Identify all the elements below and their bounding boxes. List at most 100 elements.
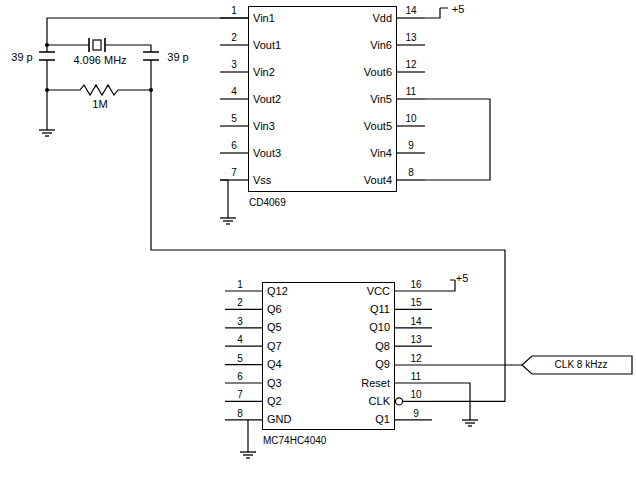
pin-number: 4: [231, 85, 237, 98]
pin-name: Vout6: [364, 65, 392, 79]
pin-name: Vdd: [372, 11, 392, 25]
pin-lead: [225, 364, 262, 365]
pin-lead: [395, 327, 432, 328]
pin-lead: [225, 346, 262, 347]
pin-number: 12: [410, 351, 421, 364]
pin-name: Q10: [369, 320, 390, 334]
pin-number: 3: [231, 58, 237, 71]
pin-lead: [395, 419, 432, 420]
pin-name: Vout4: [364, 173, 392, 187]
pin-name: Q2: [267, 394, 282, 408]
wire: [403, 401, 432, 402]
pin-name: Vin1: [253, 11, 275, 25]
pin-lead: [397, 179, 425, 180]
wire: [47, 18, 248, 52]
pin-lead: [397, 44, 425, 45]
supply-label: +5: [456, 272, 469, 285]
pin-number: 1: [237, 278, 243, 291]
pin-number: 13: [405, 31, 416, 44]
pin-name: Reset: [361, 376, 390, 390]
wire: [432, 383, 470, 420]
signal-name: CLK 8 kHzz: [532, 356, 630, 374]
pin-name: Vout3: [253, 146, 281, 160]
pin-name: Vss: [253, 173, 271, 187]
ic-package: Vin1Vout1Vin2Vout2Vin3Vout3VssVddVin6Vou…: [248, 6, 397, 192]
signal-wire: [395, 364, 522, 365]
pin-name: Q7: [267, 339, 282, 353]
pin-name: Vout5: [364, 119, 392, 133]
pin-number: 10: [410, 388, 421, 401]
signal-flag: CLK 8 kHzz: [522, 356, 632, 374]
wire: [47, 45, 151, 52]
pin-name: Vin6: [370, 38, 392, 52]
crystal-value: 4.096 MHz: [73, 54, 126, 67]
pin-name: CLK: [369, 394, 390, 408]
pin-number: 14: [410, 314, 421, 327]
pin-number: 14: [405, 4, 416, 17]
pin-name: Q3: [267, 376, 282, 390]
pin-number: 2: [231, 31, 237, 44]
pin-lead: [220, 125, 248, 126]
pin-leads: [220, 18, 432, 420]
pin-name: Q5: [267, 320, 282, 334]
inversion-bubble: [395, 398, 402, 405]
pin-name: Vin3: [253, 119, 275, 133]
pin-number: 8: [237, 406, 243, 419]
pin-number: 16: [410, 278, 421, 291]
pin-lead: [225, 401, 262, 402]
pin-number: 6: [231, 139, 237, 152]
pin-name: Q8: [375, 339, 390, 353]
pin-number: 15: [410, 296, 421, 309]
pin-name: Q11: [370, 302, 390, 316]
component-value: 39 p: [167, 51, 188, 64]
pin-lead: [220, 71, 248, 72]
pin-number: 9: [408, 139, 414, 152]
pin-lead: [220, 179, 248, 180]
pin-lead: [225, 419, 262, 420]
pin-lead: [397, 152, 425, 153]
pin-lead: [220, 17, 248, 18]
junction-dot: [45, 88, 49, 92]
wire: [247, 420, 248, 452]
crystal-symbol: [93, 40, 101, 50]
wire: [425, 8, 448, 18]
pin-number: 11: [411, 370, 421, 383]
junction-dots: [45, 43, 153, 92]
wire: [46, 60, 47, 130]
pin-number: 7: [237, 388, 243, 401]
pin-name: Q12: [267, 284, 288, 298]
pin-number: 12: [405, 58, 416, 71]
pin-lead: [395, 290, 432, 291]
pin-lead: [225, 290, 262, 291]
pin-name: Vin4: [370, 146, 392, 160]
wire: [220, 180, 228, 218]
ground-symbol: [240, 452, 256, 458]
pin-name: Vin5: [370, 92, 392, 106]
pin-name: Vout2: [253, 92, 281, 106]
pin-lead: [397, 71, 425, 72]
pin-name: Vout1: [253, 38, 281, 52]
wire: [425, 99, 490, 180]
pin-number: 13: [410, 333, 421, 346]
wire: [432, 280, 455, 291]
pin-lead: [397, 125, 425, 126]
junction-dot: [45, 43, 49, 47]
pin-number: 2: [237, 296, 243, 309]
pin-name: Q1: [375, 412, 390, 426]
pin-lead: [397, 98, 425, 99]
pin-number: 10: [405, 112, 416, 125]
pin-lead: [225, 382, 262, 383]
capacitor-symbol: [143, 52, 159, 60]
pin-number: 11: [406, 85, 416, 98]
pin-name: Q6: [267, 302, 282, 316]
pin-number: 5: [231, 112, 237, 125]
pin-name: VCC: [367, 284, 390, 298]
pin-number: 7: [231, 166, 237, 179]
pin-lead: [225, 327, 262, 328]
pin-lead: [395, 382, 432, 383]
pin-number: 4: [237, 333, 243, 346]
